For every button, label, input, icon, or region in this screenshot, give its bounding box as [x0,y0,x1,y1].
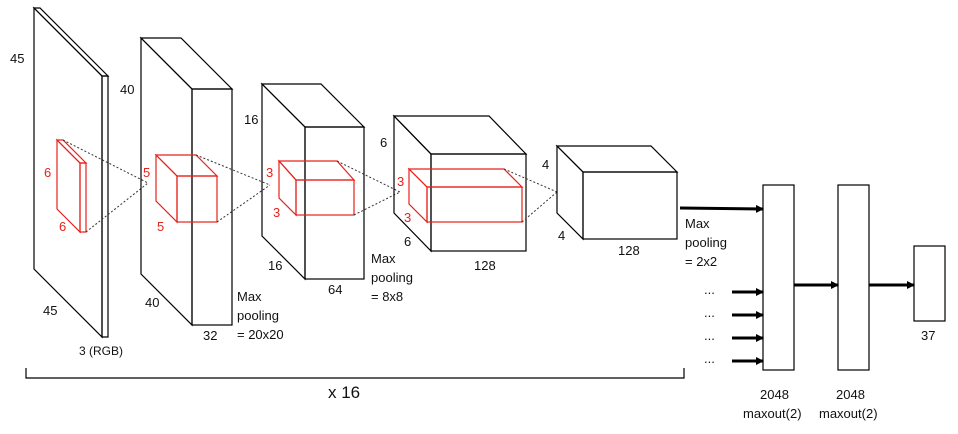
conv1-depth-label: 32 [203,328,217,343]
conv4-layer: 4 4 128 Max pooling = 2x2 [542,144,727,269]
conv3-kernel-width-label: 3 [404,210,411,225]
conv1-kernel-height-label: 5 [143,165,150,180]
conv3-kernel-height-label: 3 [397,174,404,189]
conv4-side-face [556,144,584,241]
conv2-height-label: 16 [244,112,258,127]
conv2-pooling-line-1: Max [371,251,396,266]
conv2-depth-label: 64 [328,282,342,297]
conv1-pooling-line-3: = 20x20 [237,327,284,342]
dense2-block [837,184,870,371]
conv3-width-label: 6 [404,234,411,249]
dense2-size-label: 2048 [836,387,865,402]
conv2-side-face [261,82,306,281]
conv2-top-face [260,83,366,128]
conv3-side-face [393,114,432,253]
conv2-front-face [304,126,365,280]
input-kernel-height-label: 6 [44,165,51,180]
conv3-depth-label: 128 [474,258,496,273]
input-depth-label: 3 (RGB) [79,344,123,358]
conv1-pooling-line-1: Max [237,289,262,304]
conv4-to-dense1-arrow [679,204,764,213]
ellipsis: ... [704,282,715,297]
input-kernel-width-label: 6 [59,219,66,234]
conv4-pooling-line-1: Max [685,216,710,231]
replication-label: x 16 [328,383,360,402]
input-side-face [101,75,109,338]
conv4-pooling-note: Max pooling = 2x2 [685,216,727,269]
conv3-height-label: 6 [380,135,387,150]
conv2-kernel [277,159,356,217]
conv3-to-conv4-projection [503,168,558,223]
input-width-label: 45 [43,303,57,318]
conv2-pooling-line-2: pooling [371,270,413,285]
conv2-to-conv3-projection [336,160,401,216]
conv1-layer: 40 40 32 5 5 Max pooling = 20x20 [120,36,284,343]
dense1-inputs: ... ... ... ... [679,204,764,366]
conv3-kernel [407,167,524,224]
replication-bracket: x 16 [25,368,685,402]
conv1-side-face [140,36,193,327]
dense1-activation-label: maxout(2) [743,406,802,421]
dense1-block [762,184,795,371]
conv4-height-label: 4 [542,157,549,172]
conv3-layer: 6 6 128 3 3 [380,114,528,273]
conv2-width-label: 16 [268,258,282,273]
dense2-layer: 2048 maxout(2) [819,184,878,421]
conv4-pooling-line-2: pooling [685,235,727,250]
ellipsis: ... [704,328,715,343]
conv2-kernel-height-label: 3 [266,165,273,180]
conv1-kernel [154,153,219,224]
conv1-kernel-width-label: 5 [157,219,164,234]
output-layer: 37 [913,245,946,343]
conv4-pooling-line-3: = 2x2 [685,254,717,269]
output-size-label: 37 [921,328,935,343]
conv1-front-face [191,88,233,326]
output-block [913,245,946,322]
dense2-activation-label: maxout(2) [819,406,878,421]
conv1-width-label: 40 [145,295,159,310]
conv4-front-face [582,171,678,240]
conv4-depth-label: 128 [618,243,640,258]
conv2-kernel-width-label: 3 [273,205,280,220]
ellipsis: ... [704,351,715,366]
conv2-pooling-note: Max pooling = 8x8 [371,251,413,304]
input-height-label: 45 [10,51,24,66]
input-layer: 45 45 3 (RGB) 6 6 [10,6,123,358]
conv3-top-face [392,115,528,155]
conv4-top-face [555,145,679,173]
conv2-pooling-line-3: = 8x8 [371,289,403,304]
conv1-pooling-note: Max pooling = 20x20 [237,289,284,342]
input-top-face [32,7,110,77]
ellipsis: ... [704,305,715,320]
conv2-layer: 16 16 64 3 3 Max pooling = 8x8 [244,82,413,304]
conv4-width-label: 4 [558,228,565,243]
conv1-to-conv2-projection [195,154,271,223]
conv1-height-label: 40 [120,82,134,97]
dense1-layer: 2048 maxout(2) [743,184,802,421]
input-to-conv1-projection [62,139,149,233]
dense1-size-label: 2048 [760,387,789,402]
conv1-pooling-line-2: pooling [237,308,279,323]
conv1-top-face [139,37,234,90]
